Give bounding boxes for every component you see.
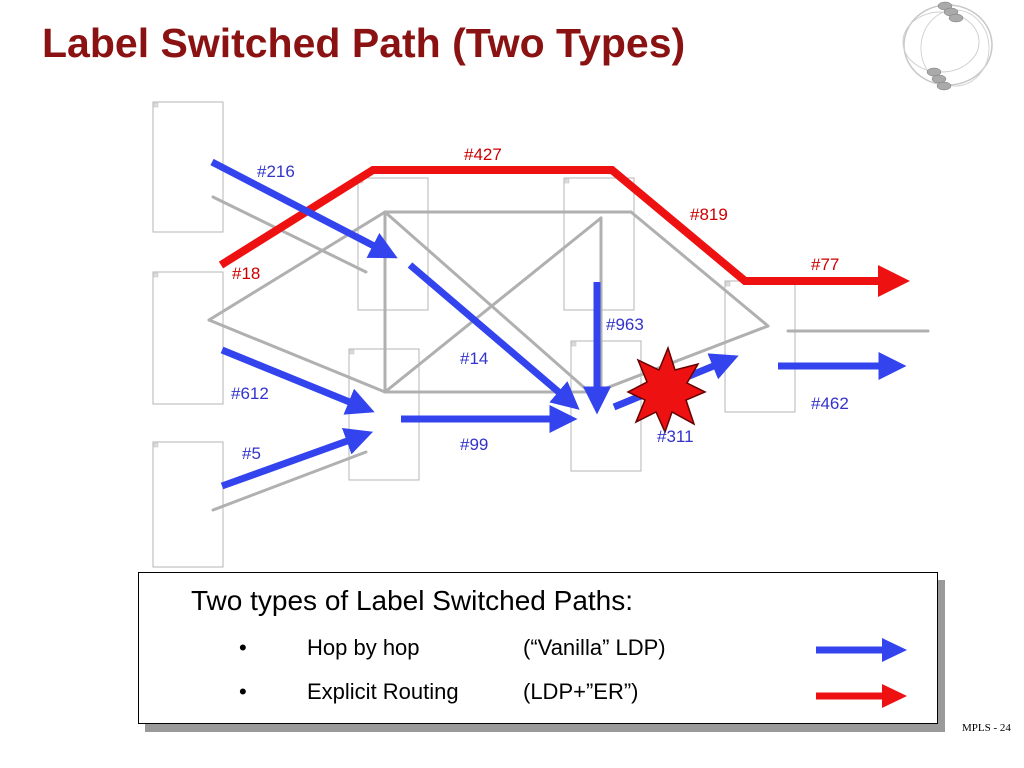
label-612: #612 [231,384,269,403]
red-arrow-icon [816,684,907,708]
page-title: Label Switched Path (Two Types) [42,20,686,66]
legend-title: Two types of Label Switched Paths: [191,585,634,616]
bullet: • [239,679,247,704]
failure-burst-icon [626,345,707,435]
router-box-ingress-3 [152,441,224,568]
bullet: • [239,635,247,660]
label-77: #77 [811,255,839,274]
router-box-egress [724,280,796,413]
blue-arrow-icon [816,638,907,662]
lsp-arrow-5 [220,428,374,490]
legend-explicit-routing-label: Explicit Routing [307,679,459,704]
label-311: #311 [657,427,694,446]
label-14: #14 [460,349,488,368]
legend-hop-by-hop-label: Hop by hop [307,635,420,660]
lsp-arrow-216 [210,158,398,259]
label-216: #216 [257,162,295,181]
slide-footer: MPLS - 24 [962,722,1011,734]
lsp-arrow-14 [407,262,580,410]
lsp-arrow-612 [220,346,375,415]
router-box-ingress-2 [152,271,224,405]
explicit-route-path [218,166,910,297]
logo-icon [902,1,993,91]
label-462: #462 [811,394,849,413]
router-box-core-4 [570,340,642,472]
label-5: #5 [242,444,261,463]
legend-hop-by-hop-note: (“Vanilla” LDP) [523,635,666,660]
label-963: #963 [606,315,644,334]
legend-explicit-routing-note: (LDP+”ER”) [523,679,639,704]
legend-box: Two types of Label Switched Paths: • Hop… [138,572,938,724]
label-18: #18 [232,264,260,283]
label-427: #427 [464,145,502,164]
physical-links [207,195,930,512]
router-box-ingress-1 [152,101,224,233]
label-819: #819 [690,205,728,224]
label-99: #99 [460,435,488,454]
